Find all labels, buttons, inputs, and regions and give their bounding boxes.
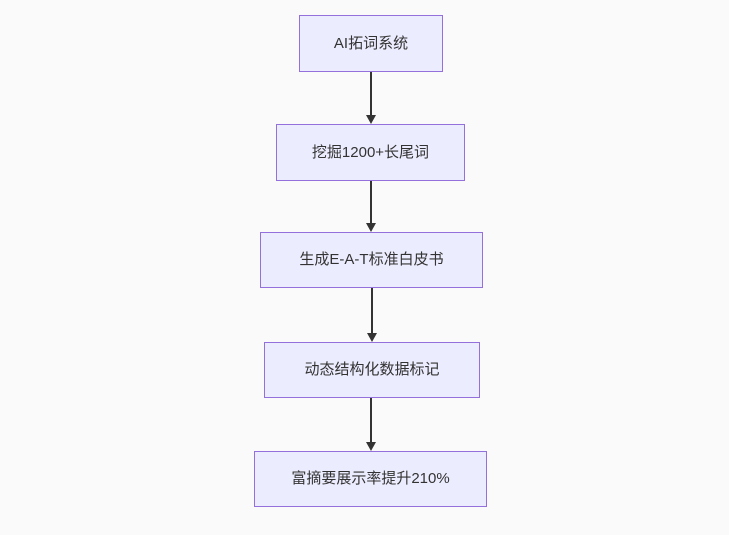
flow-node-label: 挖掘1200+长尾词 <box>311 143 430 161</box>
flow-node-label: 富摘要展示率提升210% <box>291 470 450 487</box>
flow-edge-n2-n3 <box>370 181 372 225</box>
flow-edge-n4-n5 <box>370 398 372 444</box>
flow-edge-n3-n4 <box>371 288 373 335</box>
flow-node-n5: 富摘要展示率提升210% <box>254 451 487 507</box>
edge-arrowhead-icon <box>366 442 376 451</box>
flow-node-n4: 动态结构化数据标记 <box>264 342 480 398</box>
flow-node-n2: 挖掘1200+长尾词 <box>276 124 465 181</box>
edge-arrowhead-icon <box>366 223 376 232</box>
flow-node-label: AI拓词系统 <box>333 34 409 52</box>
flow-node-n1: AI拓词系统 <box>299 15 443 72</box>
flow-node-n3: 生成E-A-T标准白皮书 <box>260 232 483 288</box>
flow-node-label: 生成E-A-T标准白皮书 <box>299 251 444 268</box>
flow-edge-n1-n2 <box>370 72 372 117</box>
edge-arrowhead-icon <box>366 115 376 124</box>
flow-node-label: 动态结构化数据标记 <box>304 361 440 378</box>
edge-arrowhead-icon <box>367 333 377 342</box>
